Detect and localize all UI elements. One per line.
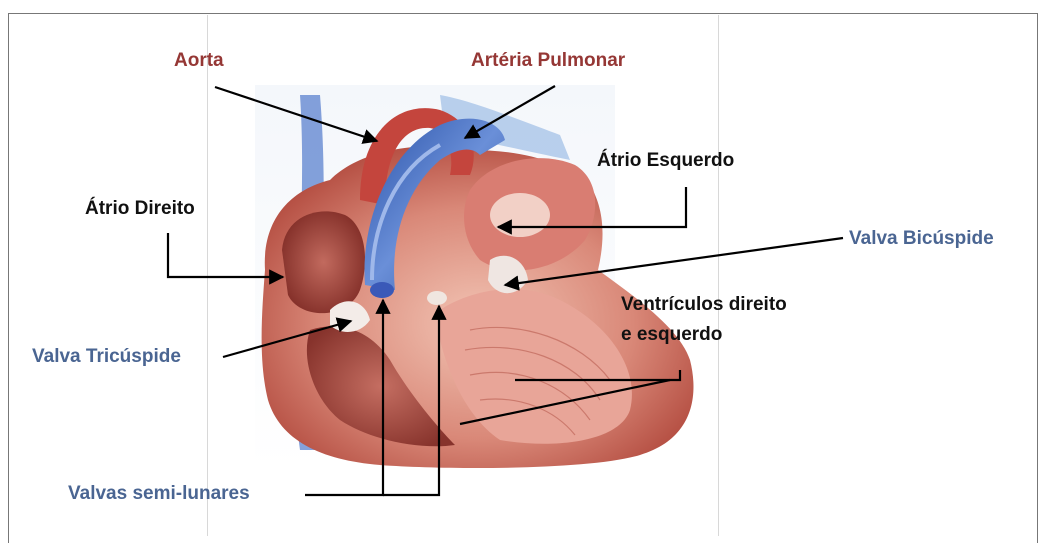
- label-ventricles-line2: e esquerdo: [621, 324, 722, 346]
- semilunar-valve-shape-1: [370, 282, 394, 298]
- semilunar-valve-shape-2: [427, 291, 447, 305]
- label-right-atrium: Átrio Direito: [85, 198, 195, 220]
- label-tricuspid-valve: Valva Tricúspide: [32, 346, 181, 368]
- right-atrium-cavity: [282, 211, 365, 313]
- label-left-atrium: Átrio Esquerdo: [597, 150, 734, 172]
- label-semilunar-valves: Valvas semi-lunares: [68, 483, 250, 505]
- label-pulmonary-artery: Artéria Pulmonar: [471, 50, 625, 72]
- label-bicuspid-valve: Valva Bicúspide: [849, 228, 994, 250]
- label-aorta: Aorta: [174, 50, 224, 72]
- label-ventricles-line1: Ventrículos direito: [621, 294, 787, 316]
- left-atrium-opening: [490, 193, 550, 237]
